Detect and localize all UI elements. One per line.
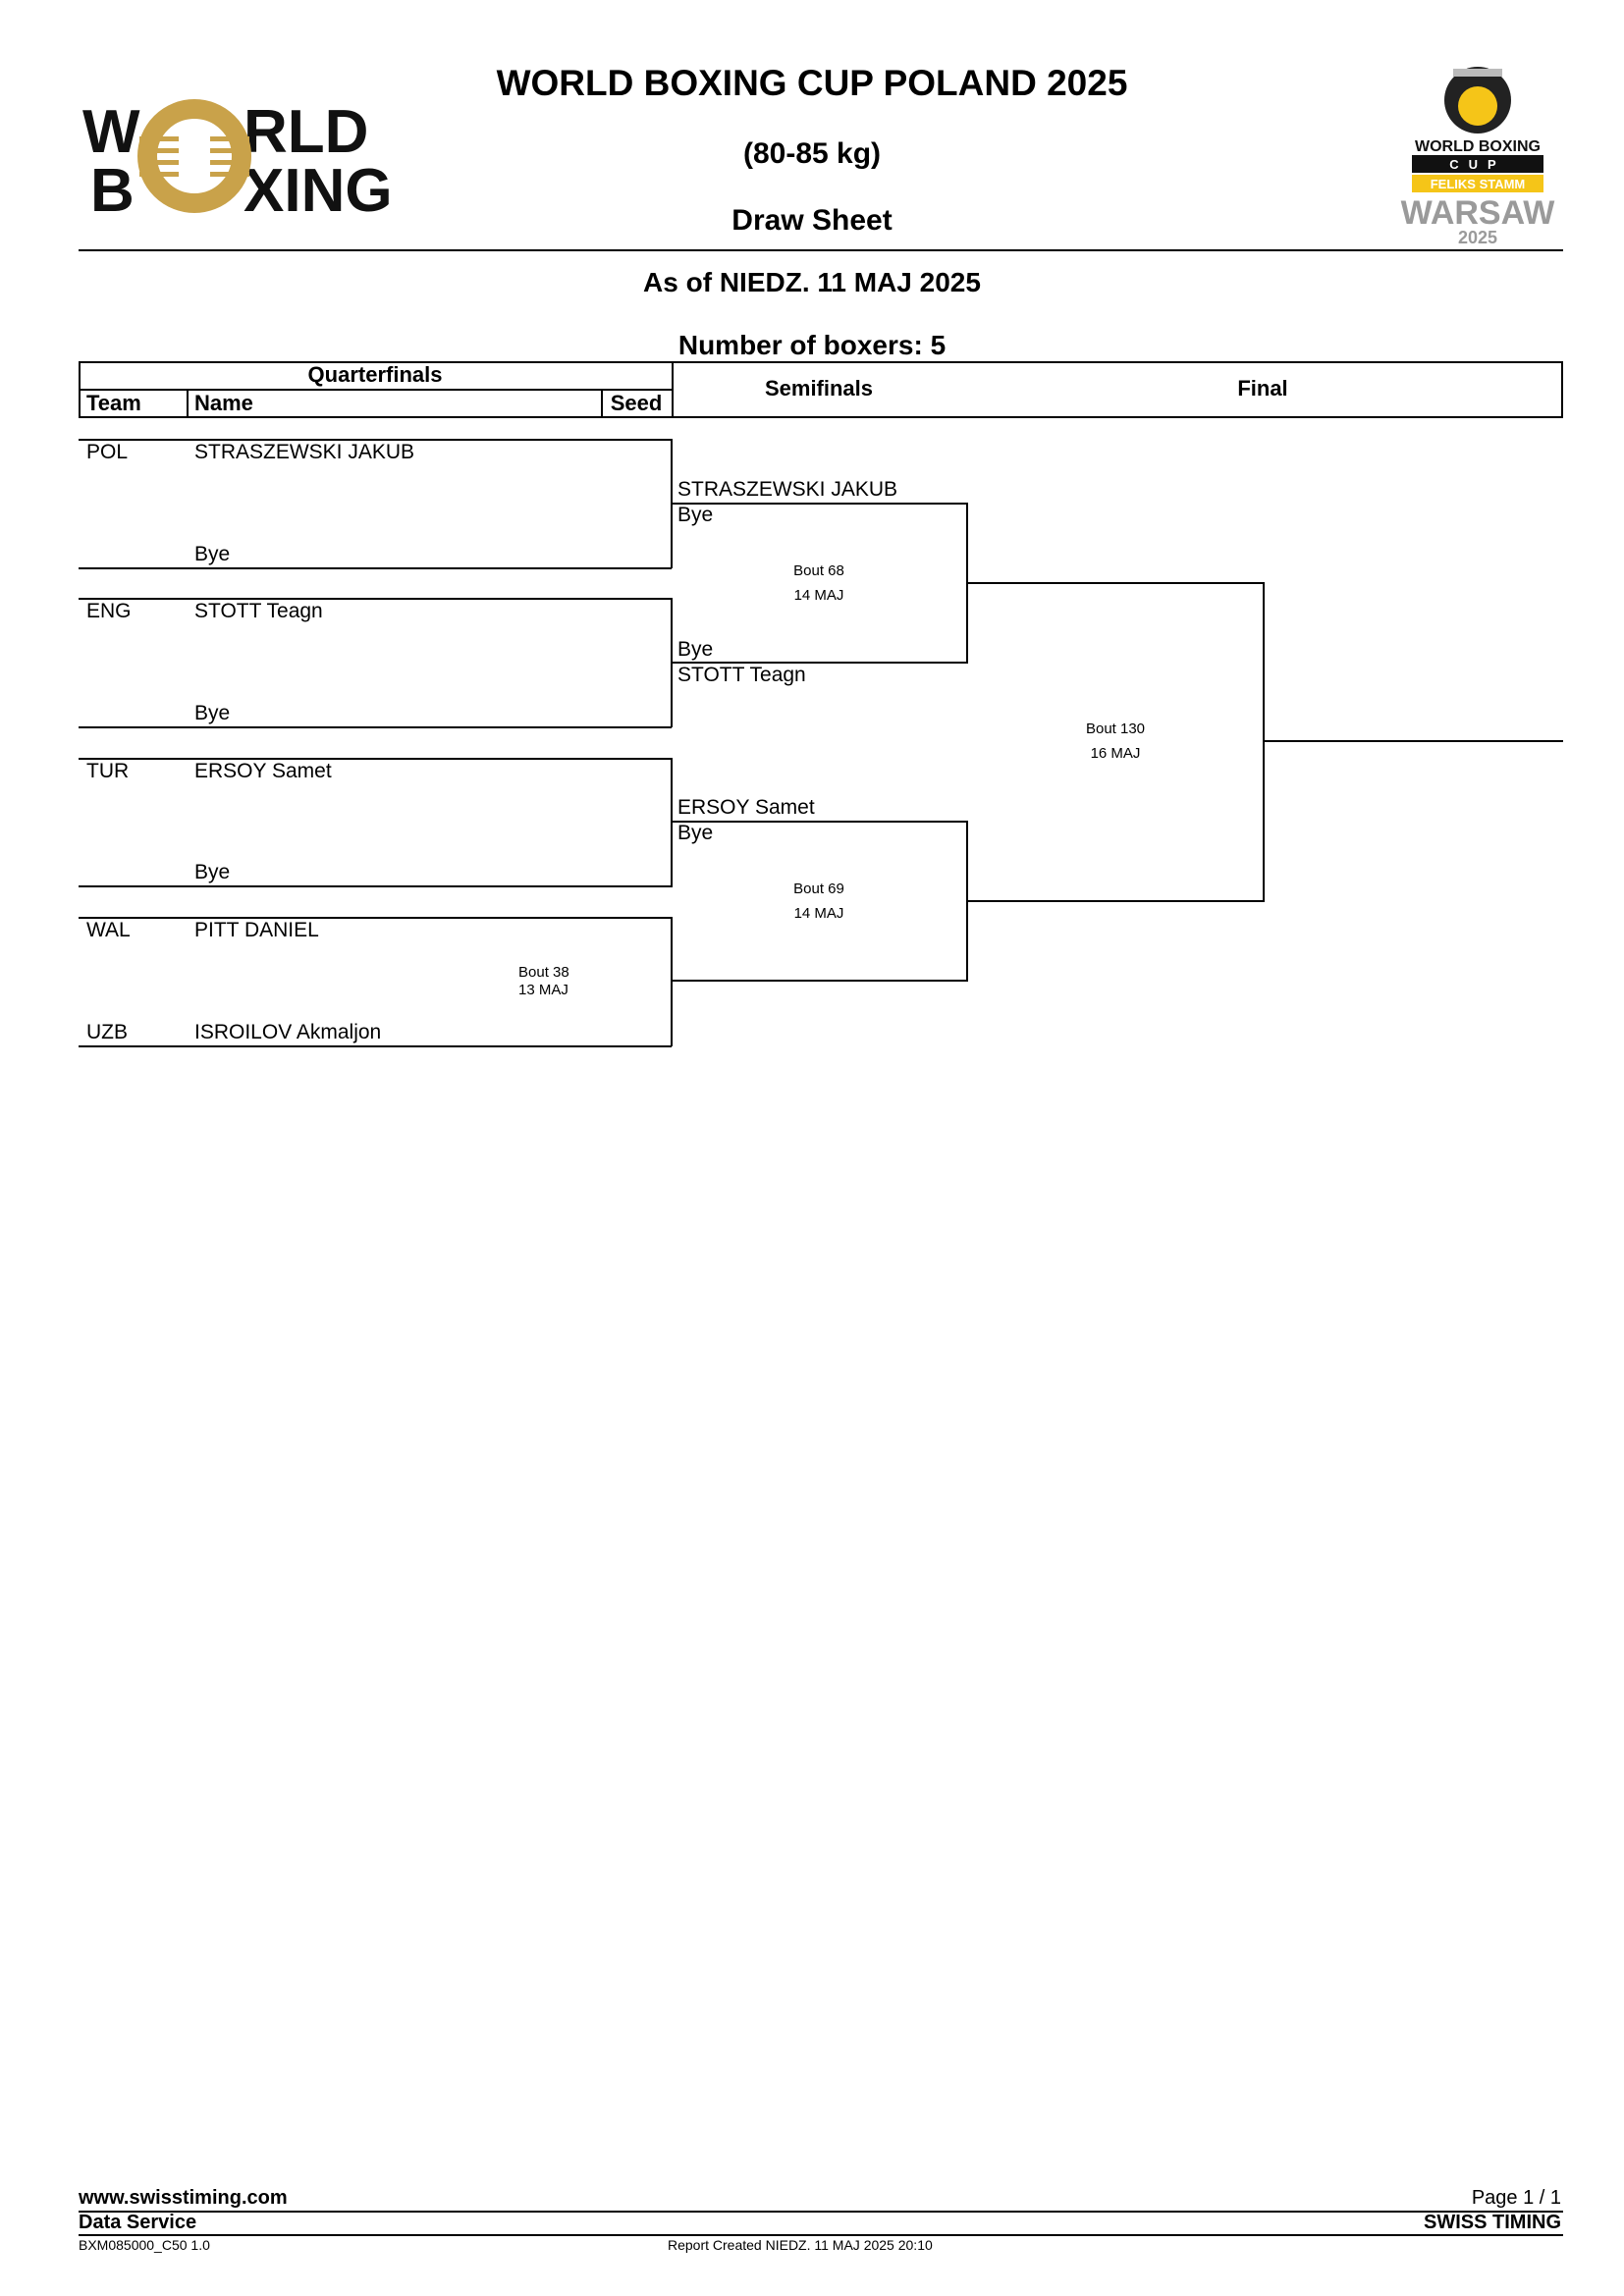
report-created: Report Created NIEDZ. 11 MAJ 2025 20:10 [668, 2237, 933, 2253]
website-link[interactable]: www.swisstiming.com [79, 2187, 288, 2209]
team-code: POL [86, 441, 129, 463]
logo-right-line5: 2025 [1458, 228, 1497, 247]
bye-label: Bye [677, 638, 714, 661]
header-divider [79, 249, 1563, 251]
header-name: Name [194, 391, 253, 415]
team-code: ENG [86, 600, 132, 622]
header-final: Final [1237, 376, 1288, 400]
logo-left-xing: XING [244, 157, 393, 221]
bye-label: Bye [677, 822, 714, 844]
bye-label: Bye [194, 861, 231, 883]
header-semifinals: Semifinals [764, 376, 874, 400]
logo-right-line2: CUP [1449, 157, 1505, 172]
page-number: Page 1 / 1 [1471, 2187, 1561, 2209]
team-code: WAL [86, 919, 131, 941]
boxer-name: ERSOY Samet [194, 760, 332, 782]
sheet-title: Draw Sheet [731, 204, 893, 237]
bout-number: Bout 130 [1085, 721, 1146, 737]
world-boxing-logo: W RLD B XING [79, 93, 432, 225]
bout-number: Bout 38 [518, 964, 569, 981]
boxer-name: ERSOY Samet [677, 796, 815, 819]
bout-number: Bout 69 [793, 881, 844, 897]
team-code: UZB [86, 1021, 128, 1043]
boxer-name: STRASZEWSKI JAKUB [677, 478, 898, 501]
bye-label: Bye [677, 504, 714, 526]
bye-label: Bye [194, 702, 231, 724]
boxer-name: STOTT Teagn [677, 664, 806, 686]
bout-number: Bout 68 [793, 562, 844, 579]
boxer-name: PITT DANIEL [194, 919, 319, 941]
as-of-date: As of NIEDZ. 11 MAJ 2025 [643, 267, 981, 297]
report-code: BXM085000_C50 1.0 [79, 2237, 210, 2253]
boxer-name: STRASZEWSKI JAKUB [194, 441, 415, 463]
weight-class: (80-85 kg) [742, 137, 882, 170]
logo-right-line3: FELIKS STAMM [1431, 177, 1526, 191]
boxer-name: STOTT Teagn [194, 600, 323, 622]
header-quarterfinals: Quarterfinals [307, 362, 443, 387]
bye-label: Bye [194, 543, 231, 565]
boxers-count: Number of boxers: 5 [677, 330, 947, 360]
header-seed: Seed [610, 391, 663, 415]
logo-left-w: W [82, 98, 140, 166]
bout-date: 16 MAJ [1090, 745, 1141, 762]
logo-right-line1: WORLD BOXING [1415, 138, 1541, 155]
logo-left-rld: RLD [244, 98, 368, 166]
data-service-label: Data Service [79, 2212, 197, 2233]
team-code: TUR [86, 760, 130, 782]
bout-date: 14 MAJ [793, 905, 844, 922]
bout-date: 14 MAJ [793, 587, 844, 604]
header-team: Team [86, 391, 141, 415]
boxer-name: ISROILOV Akmaljon [194, 1021, 382, 1043]
page-title: WORLD BOXING CUP POLAND 2025 [496, 63, 1128, 103]
logo-left-b: B [90, 157, 135, 221]
world-boxing-cup-warsaw-logo: WORLD BOXING CUP FELIKS STAMM WARSAW 202… [1394, 61, 1561, 247]
bout-date: 13 MAJ [518, 982, 568, 998]
logo-right-line4: WARSAW [1401, 194, 1556, 232]
winner-line [1265, 740, 1563, 742]
brand-label: SWISS TIMING [1424, 2212, 1561, 2233]
